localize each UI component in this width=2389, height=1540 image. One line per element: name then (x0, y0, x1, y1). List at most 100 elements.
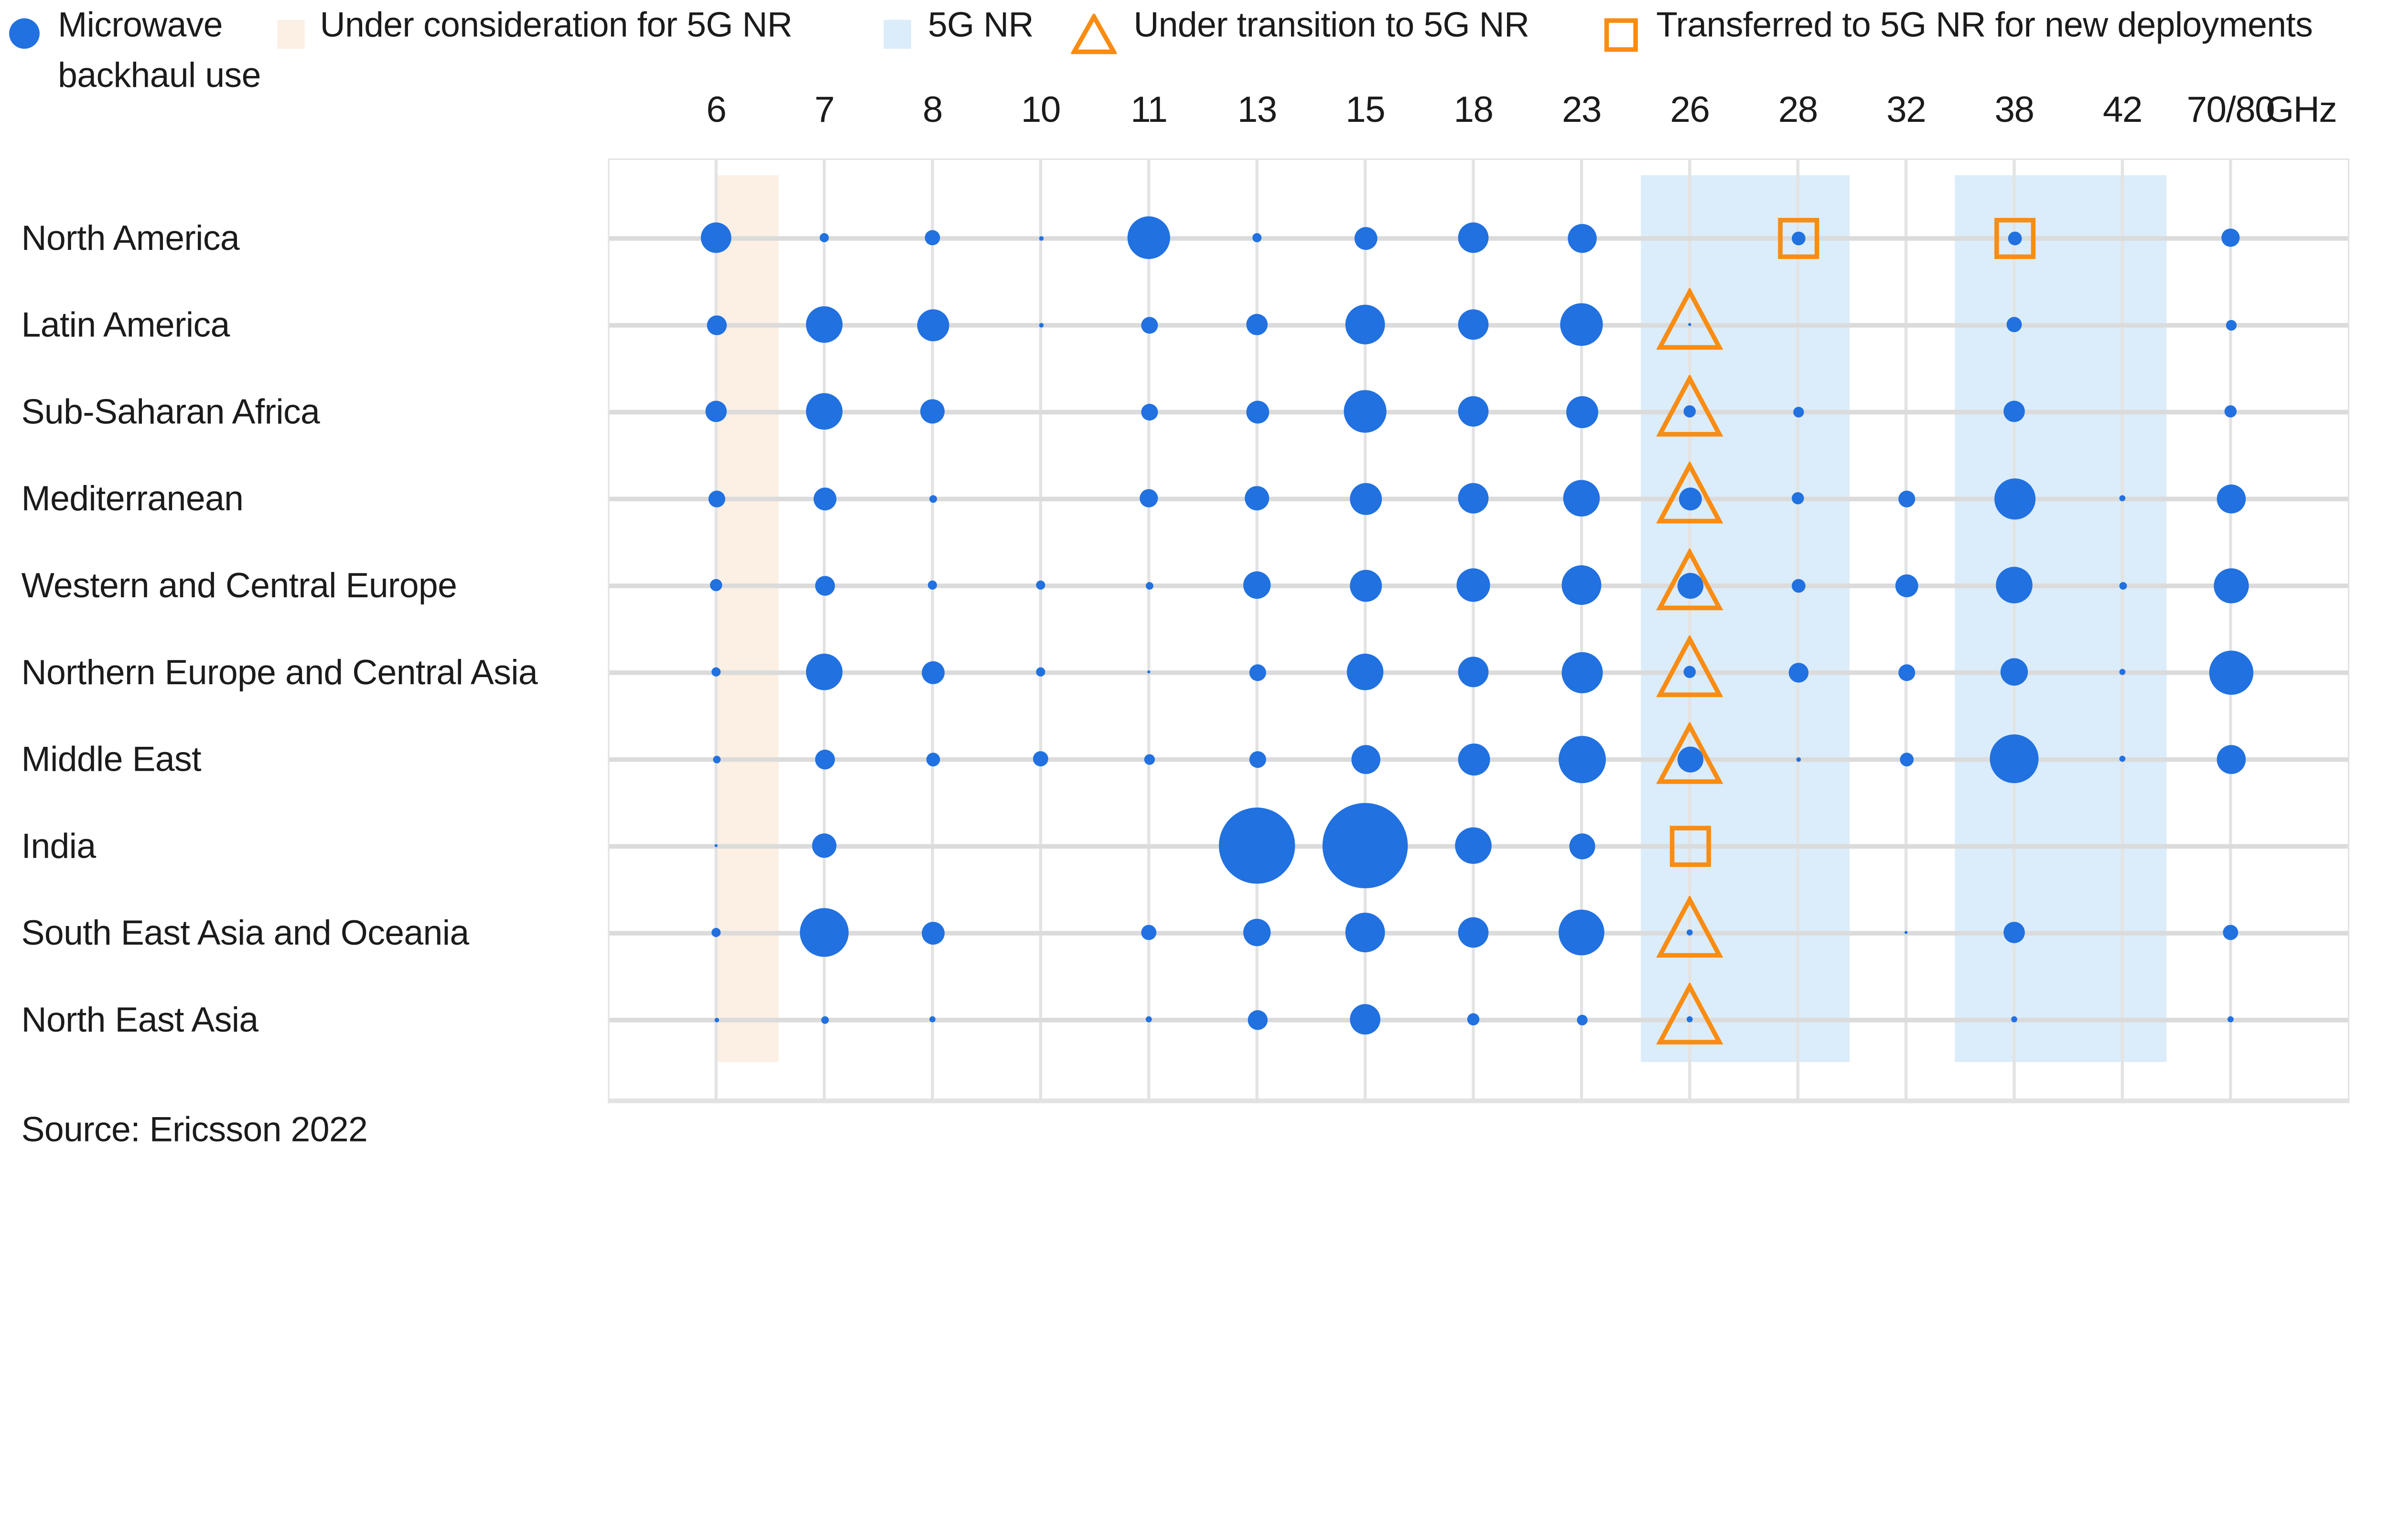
bubble (2213, 567, 2249, 603)
column-header: 38 (1994, 90, 2035, 131)
bubble (1558, 735, 1605, 783)
column-header: 6 (706, 90, 727, 131)
bubble (1145, 1016, 1152, 1023)
transition-triangle-marker (1656, 981, 1723, 1047)
bubble (1344, 390, 1387, 433)
bubble (927, 580, 937, 590)
bubble (1788, 662, 1808, 682)
bubble (700, 222, 732, 253)
bubble (1996, 567, 2033, 603)
bubble (813, 486, 836, 510)
bubble (1349, 569, 1381, 601)
column-header: 70/80 (2186, 90, 2275, 131)
bubble (2003, 922, 2025, 943)
bubble (1563, 480, 1600, 517)
bubble (1140, 403, 1157, 420)
legend-label: Transferred to 5G NR for new deployments (1656, 4, 2313, 44)
bubble (1248, 663, 1266, 680)
bubble (1455, 827, 1492, 864)
triangle-icon (1071, 13, 1117, 54)
region-label: North East Asia (21, 999, 259, 1039)
bubble (2225, 319, 2236, 330)
bubble (928, 494, 936, 502)
column-header: 11 (1130, 90, 1168, 131)
bubble (814, 575, 834, 595)
bubble (2119, 668, 2126, 675)
bubble (1349, 482, 1381, 515)
bubble (1990, 734, 2039, 784)
bubble (800, 908, 849, 957)
bubble (1683, 405, 1696, 418)
bubble (1791, 231, 1805, 245)
bubble (1243, 571, 1271, 599)
bubble (1345, 304, 1385, 345)
bubble (1458, 657, 1489, 688)
bubble (2224, 405, 2237, 418)
legend-item-microwave-backhaul: Microwave backhaul use (9, 0, 261, 100)
legend-label-line2: backhaul use (58, 54, 261, 95)
bubble (819, 233, 829, 243)
bubble (1456, 568, 1490, 602)
bubble (1897, 663, 1915, 680)
column-gridline (931, 158, 934, 1103)
bubble (2118, 581, 2126, 589)
bubble (1345, 913, 1385, 952)
bubble (1346, 653, 1384, 690)
bubble (1677, 745, 1703, 772)
bubble (1894, 573, 1918, 597)
bubble (814, 749, 834, 769)
bubble (806, 393, 843, 430)
bubble (1897, 490, 1915, 507)
transferred-square-marker (1669, 825, 1711, 866)
bubble (1145, 581, 1153, 589)
bubble (806, 306, 843, 343)
plot-border (608, 158, 2350, 1103)
transferred-square-marker (1777, 217, 1819, 258)
bubble (711, 667, 721, 677)
column-gridline (2229, 158, 2232, 1103)
bubble (1792, 492, 1804, 505)
bubble (2000, 658, 2028, 686)
bubble (1677, 572, 1703, 598)
column-gridline (1147, 158, 1150, 1103)
bubble (1245, 400, 1269, 423)
region-label: Sub-Saharan Africa (21, 391, 320, 431)
bubble (916, 308, 949, 341)
bubble (921, 660, 944, 684)
plot-bottom-edge (608, 1098, 2350, 1103)
legend-label: 5G NR (927, 4, 1034, 44)
column-gridline (1797, 158, 1799, 1103)
bubble (1140, 316, 1157, 333)
bubble (2216, 484, 2245, 513)
legend-label-line1: Microwave (58, 4, 223, 44)
bubble (1904, 931, 1908, 934)
bubble (1560, 651, 1602, 693)
bubble (1458, 222, 1489, 253)
bubble (2223, 925, 2238, 940)
bubble (1252, 233, 1262, 243)
column-header: 7 (814, 90, 835, 131)
bubble (1458, 309, 1489, 340)
column-gridline (1905, 158, 1907, 1103)
column-header: 18 (1453, 90, 1494, 131)
bubble (1561, 565, 1602, 605)
column-header: 32 (1886, 90, 1926, 131)
bubble (2221, 228, 2240, 247)
bubble (1246, 313, 1268, 335)
bubble (1033, 751, 1048, 766)
bubble (1467, 1013, 1480, 1026)
bubble (1243, 918, 1271, 947)
region-label: Northern Europe and Central Asia (21, 652, 538, 692)
legend-item-transferred: Transferred to 5G NR for new deployments (1604, 0, 2313, 52)
region-label: Latin America (21, 304, 230, 345)
region-label: Western and Central Europe (21, 565, 457, 605)
transition-triangle-marker (1656, 721, 1723, 786)
column-header: 28 (1778, 90, 1819, 131)
bubble (708, 490, 725, 507)
bubble (812, 833, 837, 858)
column-header: 10 (1021, 90, 1061, 131)
column-header: 26 (1670, 90, 1710, 131)
bubble (806, 653, 843, 690)
column-header: 8 (923, 90, 943, 131)
bubble (1683, 666, 1696, 678)
